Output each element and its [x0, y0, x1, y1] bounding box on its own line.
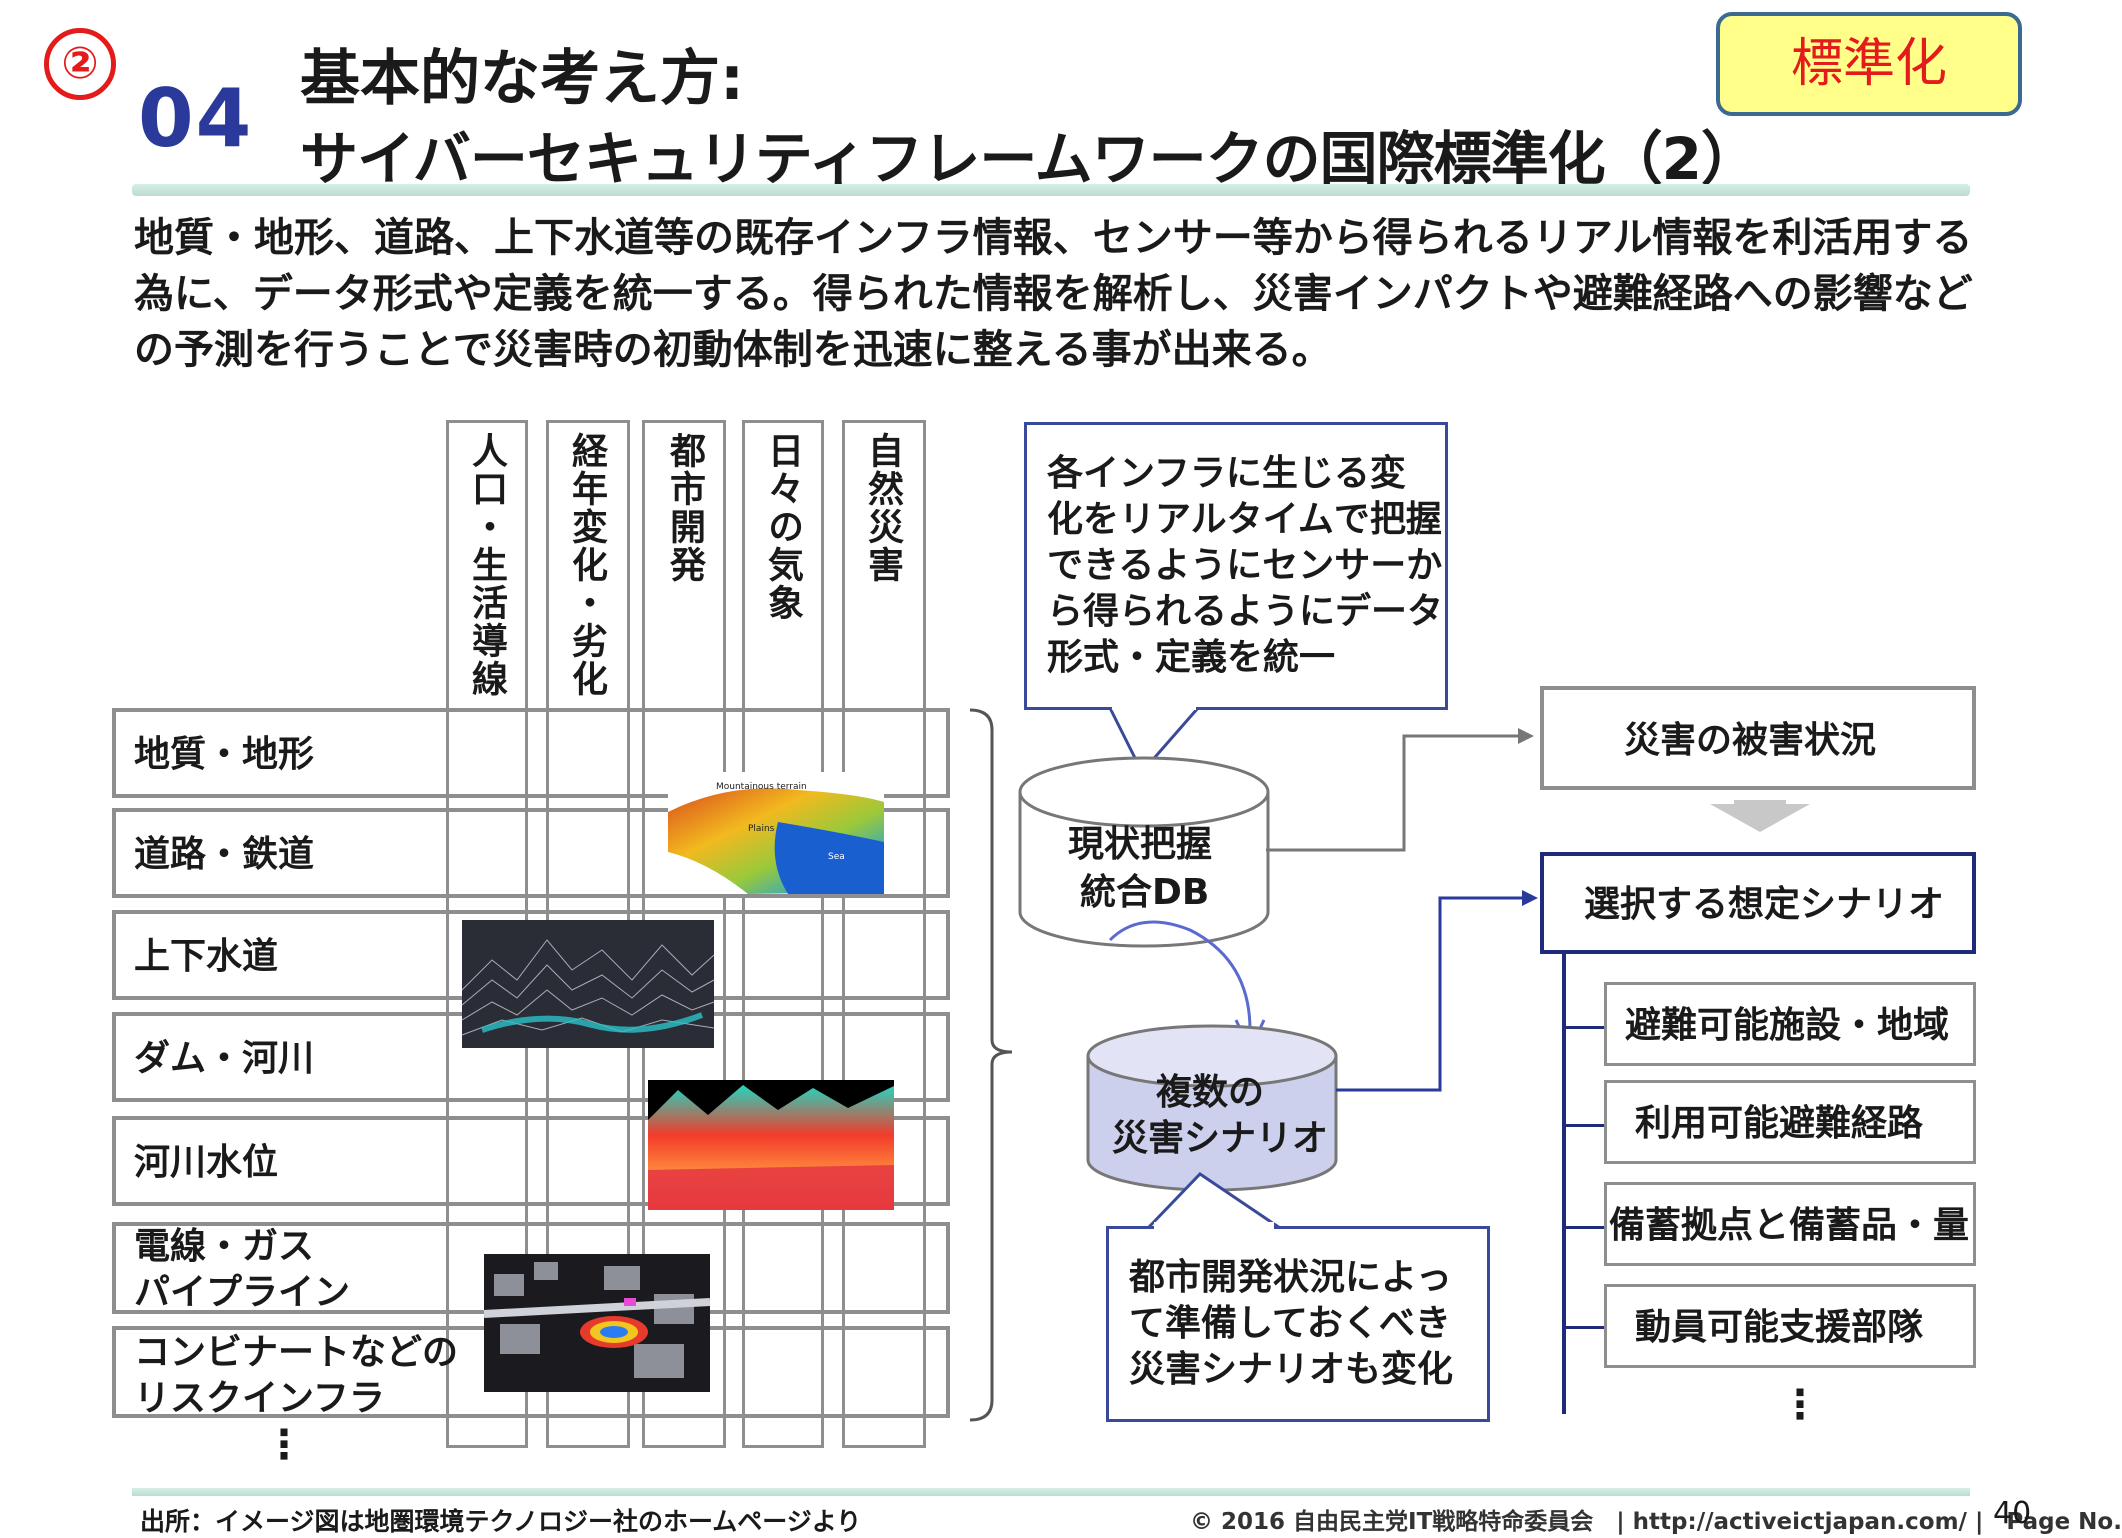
column-label: 日々の気象	[762, 432, 803, 622]
title-divider	[132, 184, 1970, 196]
column-label: 自然災害	[862, 432, 903, 584]
page-title-line2: サイバーセキュリティフレームワークの国際標準化（2）	[300, 125, 1759, 193]
page-number: 40	[1993, 1496, 2032, 1531]
callout-line: 各インフラに生じる変	[1047, 453, 1406, 494]
scenario-tree-trunk	[1562, 954, 1566, 1414]
tree-branch	[1562, 1226, 1606, 1229]
output-item-label: 動員可能支援部隊	[1635, 1307, 1924, 1348]
selected-scenario-box: 選択する想定シナリオ	[1540, 852, 1976, 954]
intro-line: 為に、データ形式や定義を統一する。得られた情報を解析し、災害インパクトや避難経路…	[134, 271, 1973, 317]
slide-marker: ②	[44, 28, 116, 100]
callout-line: 災害シナリオも変化	[1129, 1349, 1454, 1390]
tree-branch	[1562, 1026, 1606, 1029]
callout-line: 都市開発状況によっ	[1129, 1257, 1452, 1298]
wireframe-terrain-image	[461, 920, 715, 1048]
matrix-column-weather	[742, 420, 824, 1448]
damage-status-label: 災害の被害状況	[1624, 720, 1877, 761]
terrain-label-plains: Plains	[748, 824, 775, 834]
row-label: 河川水位	[134, 1142, 279, 1183]
row-label: 地質・地形	[134, 734, 315, 775]
terrain-3d-map: Mountainous terrain Plains Sea	[668, 772, 884, 894]
scenario-db-label: 複数の	[1156, 1072, 1265, 1113]
footer-source: 出所：イメージ図は地圏環境テクノロジー社のホームページより	[140, 1507, 862, 1536]
urban-callout-pointer	[1146, 1172, 1281, 1230]
column-label: 経年変化・劣化	[566, 432, 607, 698]
row-label: コンビナートなどの	[134, 1332, 459, 1373]
matrix-bracket	[969, 708, 1013, 1422]
city-3d-model-image	[483, 1254, 711, 1392]
intro-line: 地質・地形、道路、上下水道等の既存インフラ情報、センサー等から得られるリアル情報…	[134, 215, 1973, 261]
output-item-evacuation-facilities: 避難可能施設・地域	[1604, 982, 1976, 1066]
intro-line: の予測を行うことで災害時の初動体制を迅速に整える事が出来る。	[134, 327, 1332, 373]
output-more-items: ⋮	[1780, 1382, 1820, 1428]
output-item-stockpiles: 備蓄拠点と備蓄品・量	[1604, 1182, 1976, 1266]
row-label: 上下水道	[134, 936, 279, 977]
row-label: パイプライン	[134, 1272, 351, 1313]
row-label: リスクインフラ	[134, 1378, 385, 1419]
output-item-evacuation-routes: 利用可能避難経路	[1604, 1080, 1976, 1164]
row-label: 道路・鉄道	[134, 834, 315, 875]
section-number: 04	[138, 72, 254, 165]
intro-paragraph: 地質・地形、道路、上下水道等の既存インフラ情報、センサー等から得られるリアル情報…	[134, 210, 2014, 378]
damage-status-box: 災害の被害状況	[1540, 686, 1976, 790]
selected-scenario-label: 選択する想定シナリオ	[1584, 884, 1945, 925]
tree-branch	[1562, 1124, 1606, 1127]
terrain-map-image	[668, 788, 884, 894]
scenario-db-cylinder	[1086, 1024, 1338, 1192]
db-to-damage-connector	[1266, 728, 1534, 852]
heatmap-terrain-image	[648, 1080, 894, 1210]
tree-branch	[1562, 1326, 1606, 1329]
column-label: 都市開発	[664, 432, 705, 584]
output-item-label: 利用可能避難経路	[1635, 1103, 1924, 1144]
scenario-to-selected-connector	[1336, 890, 1538, 1092]
scenario-db-label: 災害シナリオ	[1112, 1118, 1329, 1159]
terrain-label-mountain: Mountainous terrain	[716, 782, 807, 792]
standardization-badge: 標準化	[1716, 12, 2022, 116]
row-label: 電線・ガス	[134, 1226, 315, 1267]
callout-line: ら得られるようにデータ	[1047, 591, 1444, 632]
callout-line: て準備しておくべき	[1129, 1303, 1451, 1344]
current-db-cylinder	[1018, 756, 1270, 948]
callout-line: できるようにセンサーか	[1047, 545, 1443, 586]
footer-copyright: © 2016 自由民主党IT戦略特命委員会 | http://activeict…	[1190, 1509, 2122, 1535]
matrix-column-disaster	[842, 420, 926, 1448]
footer-divider	[132, 1488, 1970, 1496]
callout-line: 化をリアルタイムで把握	[1047, 499, 1442, 540]
column-label: 人口・生活導線	[466, 432, 507, 698]
output-item-label: 避難可能施設・地域	[1625, 1005, 1950, 1046]
page-title-line1: 基本的な考え方:	[300, 44, 744, 114]
current-db-label: 統合DB	[1080, 872, 1210, 913]
matrix-more-rows: ⋮	[264, 1422, 304, 1468]
output-item-support-units: 動員可能支援部隊	[1604, 1284, 1976, 1368]
output-item-label: 備蓄拠点と備蓄品・量	[1609, 1205, 1970, 1246]
urban-callout: 都市開発状況によっ て準備しておくべき 災害シナリオも変化	[1106, 1226, 1490, 1422]
sensor-callout: 各インフラに生じる変 化をリアルタイムで把握 できるようにセンサーか ら得られる…	[1024, 422, 1448, 710]
current-db-label: 現状把握	[1068, 824, 1213, 865]
urban-callout-gap-mask	[1154, 1222, 1274, 1230]
row-label: ダム・河川	[134, 1038, 315, 1079]
terrain-label-sea: Sea	[828, 852, 845, 862]
down-arrow-icon	[1710, 800, 1810, 832]
callout-line: 形式・定義を統一	[1047, 637, 1336, 678]
